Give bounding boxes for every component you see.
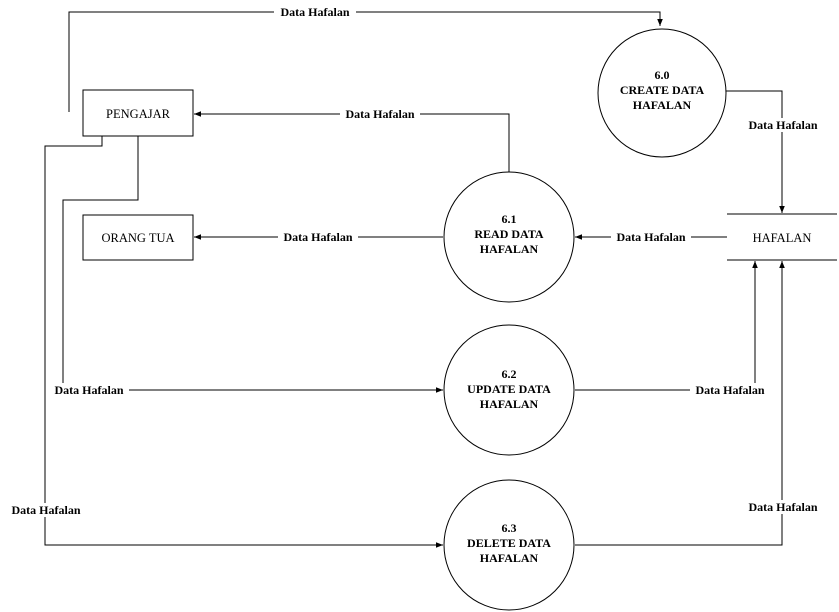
process-update: 6.2 UPDATE DATA HAFALAN: [443, 324, 575, 456]
process-read-line2: HAFALAN: [480, 242, 539, 256]
process-create: 6.0 CREATE DATA HAFALAN: [597, 28, 727, 158]
process-read-number: 6.1: [502, 212, 517, 226]
datastore-hafalan-label: HAFALAN: [753, 231, 812, 245]
entity-orang-tua-label: ORANG TUA: [101, 231, 174, 245]
process-delete-number: 6.3: [502, 521, 517, 535]
process-create-number: 6.0: [655, 68, 670, 82]
flow-pengajar-to-delete: [44, 136, 443, 548]
process-create-line2: HAFALAN: [633, 98, 692, 112]
entity-pengajar: PENGAJAR: [82, 89, 194, 137]
process-update-line1: UPDATE DATA: [467, 382, 551, 396]
process-read-line1: READ DATA: [474, 227, 544, 241]
flow-read-to-pengajar: [194, 111, 510, 172]
flow-label-read-orangtua: Data Hafalan: [284, 230, 353, 244]
flow-label-hafalan-read: Data Hafalan: [617, 230, 686, 244]
flow-pengajar-to-update: [62, 136, 443, 393]
process-read: 6.1 READ DATA HAFALAN: [443, 171, 575, 303]
flow-label-pengajar-delete: Data Hafalan: [12, 503, 81, 517]
entity-orang-tua: ORANG TUA: [82, 214, 194, 261]
flow-label-top: Data Hafalan: [281, 5, 350, 19]
process-create-line1: CREATE DATA: [620, 83, 705, 97]
process-delete-line1: DELETE DATA: [467, 536, 551, 550]
process-delete: 6.3 DELETE DATA HAFALAN: [443, 479, 575, 611]
flow-create-to-hafalan: [725, 90, 785, 213]
process-update-line2: HAFALAN: [480, 397, 539, 411]
flow-label-pengajar-update: Data Hafalan: [55, 383, 124, 397]
flow-label-create-hafalan: Data Hafalan: [749, 118, 818, 132]
flow-label-update-hafalan: Data Hafalan: [696, 383, 765, 397]
flow-update-to-hafalan: [575, 261, 758, 391]
flow-delete-to-hafalan: [575, 261, 785, 546]
process-update-number: 6.2: [502, 367, 517, 381]
flow-label-delete-hafalan: Data Hafalan: [749, 500, 818, 514]
entity-pengajar-label: PENGAJAR: [106, 107, 171, 121]
flow-label-read-pengajar: Data Hafalan: [346, 107, 415, 121]
datastore-hafalan: HAFALAN: [727, 213, 837, 261]
process-delete-line2: HAFALAN: [480, 551, 539, 565]
flow-pengajar-to-create: [68, 11, 663, 112]
